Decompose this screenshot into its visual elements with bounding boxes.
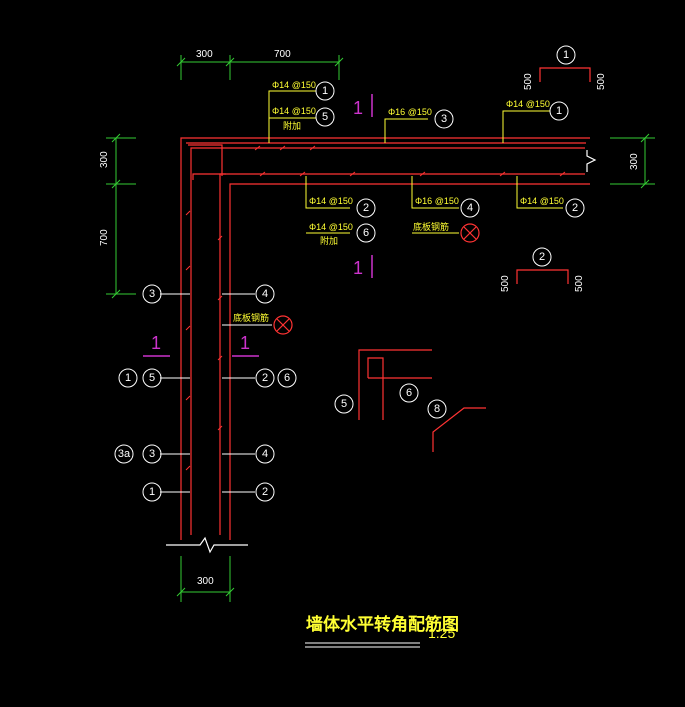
marker-left-1: 1 [125, 372, 131, 384]
marker-right-4: 4 [262, 288, 268, 300]
label-top-1b: Φ14 @150 [506, 99, 550, 109]
x-circle-marks [273, 223, 480, 335]
dim-d1-right: 500 [596, 73, 607, 90]
label-top-3: Φ16 @150 [388, 107, 432, 117]
marker-left-3: 3 [149, 288, 155, 300]
section-left-b: 1 [240, 333, 250, 353]
dim-top-300: 300 [196, 49, 213, 60]
dim-left-700: 700 [99, 229, 110, 246]
marker-left-3b: 3 [149, 448, 155, 460]
leader-lines [268, 90, 563, 234]
section-left-a: 1 [151, 333, 161, 353]
marker-5: 5 [322, 111, 328, 123]
marker-6: 6 [363, 227, 369, 239]
marker-detail-2: 2 [539, 251, 545, 263]
label-top-1: Φ14 @150 [272, 80, 316, 90]
marker-right-6: 6 [284, 372, 290, 384]
title-underline [305, 642, 420, 648]
dim-bottom-300: 300 [197, 576, 214, 587]
dim-left-300: 300 [99, 151, 110, 168]
marker-2b: 2 [572, 202, 578, 214]
marker-1: 1 [322, 85, 328, 97]
drawing-scale: 1:25 [428, 625, 455, 641]
label-mid-6: Φ14 @150 [309, 222, 353, 232]
label-mid-4-note: 底板钢筋 [413, 221, 449, 232]
dim-d2-left: 500 [500, 275, 511, 292]
marker-detail-8: 8 [434, 403, 440, 415]
label-mid-2b: Φ14 @150 [520, 196, 564, 206]
marker-detail-6: 6 [406, 387, 412, 399]
bar-shape-details [358, 67, 591, 452]
marker-right-4b: 4 [262, 448, 268, 460]
wall-outline [166, 137, 597, 554]
marker-left-1c: 1 [149, 486, 155, 498]
label-mid-6-note: 附加 [320, 235, 338, 246]
dim-top-700: 700 [274, 49, 291, 60]
label-top-5-note: 附加 [283, 120, 301, 131]
dim-d2-right: 500 [574, 275, 585, 292]
circle-markers [114, 45, 585, 502]
label-wall-note: 底板钢筋 [233, 312, 269, 323]
dimension-lines [106, 55, 655, 602]
marker-4: 4 [467, 202, 473, 214]
marker-3: 3 [441, 113, 447, 125]
marker-1b: 1 [556, 105, 562, 117]
marker-2: 2 [363, 202, 369, 214]
marker-left-3a: 3a [118, 448, 131, 460]
label-top-5: Φ14 @150 [272, 106, 316, 116]
marker-left-5: 5 [149, 372, 155, 384]
section-marks [143, 94, 373, 357]
dim-right-300: 300 [629, 153, 640, 170]
marker-detail-1: 1 [563, 49, 569, 61]
label-mid-2: Φ14 @150 [309, 196, 353, 206]
drawing-title: 墙体水平转角配筋图 [306, 614, 459, 634]
wall-leaders [160, 293, 272, 493]
label-mid-4: Φ16 @150 [415, 196, 459, 206]
section-mid: 1 [353, 258, 363, 278]
marker-detail-5: 5 [341, 398, 347, 410]
marker-right-2: 2 [262, 372, 268, 384]
tie-ticks [185, 145, 566, 471]
marker-right-2c: 2 [262, 486, 268, 498]
dim-d1-left: 500 [523, 73, 534, 90]
section-top: 1 [353, 98, 363, 118]
